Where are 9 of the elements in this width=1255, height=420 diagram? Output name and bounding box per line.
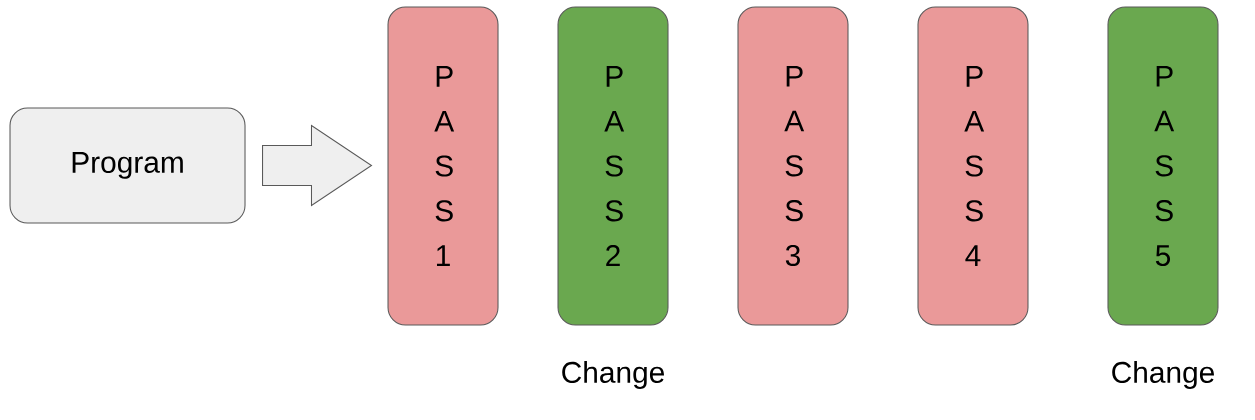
pass-box: P A S S 3	[737, 6, 849, 326]
change-label: Change	[1112, 361, 1214, 389]
pass-box: P A S S 5	[1107, 6, 1219, 326]
pass-box: P A S S 1	[387, 6, 499, 326]
block-arrow	[262, 124, 373, 207]
pass-box: P A S S 4	[917, 6, 1029, 326]
change-label: Change	[562, 361, 664, 389]
pass-box: P A S S 2	[557, 6, 669, 326]
program-box: Program	[9, 107, 246, 224]
